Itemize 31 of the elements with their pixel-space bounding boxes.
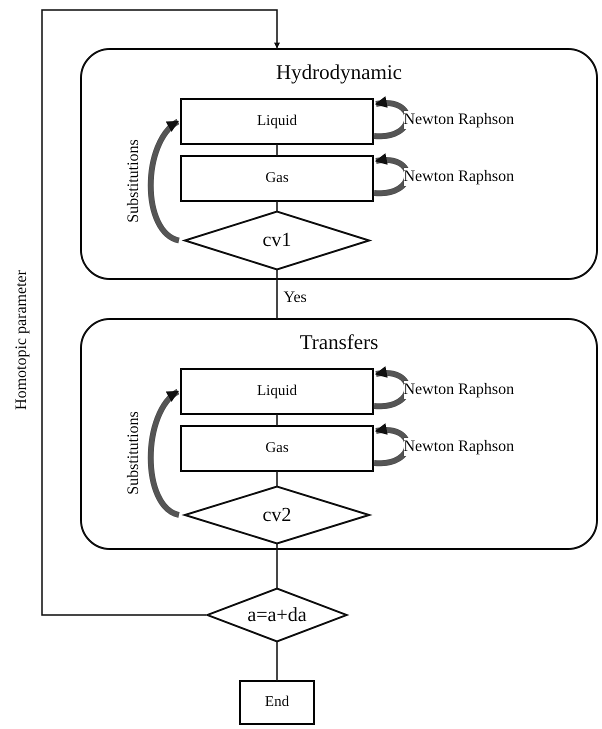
connector-line — [276, 202, 278, 211]
connector-line — [276, 642, 278, 680]
connector-line — [276, 145, 278, 155]
decision-diamond: a=a+da — [206, 588, 348, 642]
edge-label: Homotopic parameter — [12, 270, 31, 410]
decision-diamond: cv2 — [183, 486, 371, 544]
connector-line — [276, 415, 278, 425]
process-box: Gas — [180, 155, 374, 202]
panel-title: Hydrodynamic — [276, 60, 402, 84]
decision-diamond: cv1 — [183, 211, 371, 270]
curved-arrow — [374, 424, 410, 466]
arrow — [41, 9, 280, 616]
connector-line — [276, 472, 278, 486]
edge-label: Newton Raphson — [404, 381, 514, 399]
process-box: Liquid — [180, 368, 374, 415]
curved-arrow — [148, 119, 180, 244]
process-box: Gas — [180, 425, 374, 472]
connector-line — [276, 270, 278, 318]
connector-line — [276, 544, 278, 588]
panel-title: Transfers — [300, 330, 378, 354]
curved-arrow — [374, 154, 410, 196]
edge-label: Newton Raphson — [404, 438, 514, 456]
curved-arrow — [374, 366, 410, 410]
curved-arrow — [374, 96, 410, 140]
edge-label: Newton Raphson — [404, 168, 514, 186]
edge-label: Newton Raphson — [404, 111, 514, 129]
rounded-panel — [80, 48, 598, 280]
rounded-panel — [80, 318, 598, 550]
process-box: Liquid — [180, 98, 374, 145]
process-box: End — [239, 680, 315, 725]
curved-arrow — [148, 389, 180, 518]
